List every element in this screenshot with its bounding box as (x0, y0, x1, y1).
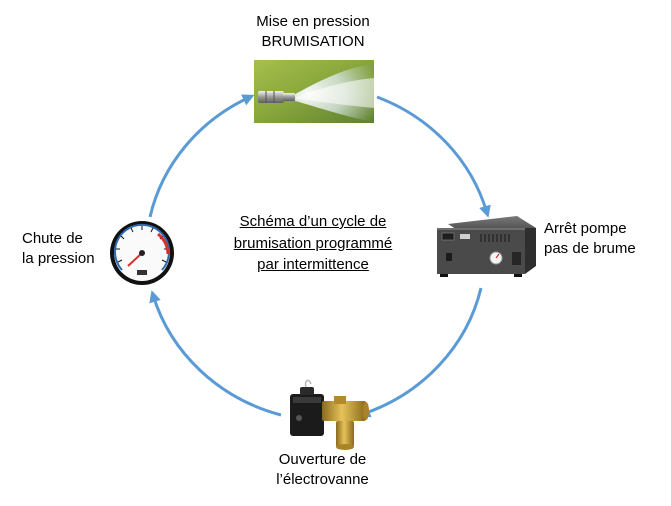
step-valve-open-line-1: Ouverture de (278, 451, 367, 468)
center-title-line-1: Schéma d’un cycle de (239, 213, 387, 230)
pressure-gauge-photo (110, 221, 174, 285)
step-pressurization-line-2: BRUMISATION (261, 33, 365, 50)
step-pump-stop-line-2: pas de brume (544, 240, 636, 257)
arrow-bottom-to-left (149, 290, 282, 417)
arrow-right-to-bottom (358, 287, 483, 418)
step-pump-stop-label: Arrêt pompe pas de brume (544, 219, 636, 259)
step-valve-open-line-2: l’électrovanne (276, 471, 369, 488)
arrow-top-to-right (376, 95, 491, 218)
step-pressurization-line-1: Mise en pression (256, 13, 370, 30)
solenoid-valve-photo (290, 379, 369, 450)
center-title-line-2: brumisation programmé (233, 234, 393, 252)
center-title-line-3: par intermittence (257, 256, 369, 273)
diagram-center-title: Schéma d’un cycle de brumisation program… (200, 211, 426, 276)
pump-unit-photo (437, 216, 536, 277)
step-valve-open-label: Ouverture de l’électrovanne (250, 450, 395, 490)
step-pressurization-label: Mise en pression BRUMISATION (228, 12, 398, 52)
step-pressure-drop-line-1: Chute de (22, 230, 83, 247)
step-pressure-drop-line-2: la pression (22, 250, 95, 267)
misting-nozzle-photo (254, 60, 374, 123)
step-pressure-drop-label: Chute de la pression (22, 229, 95, 269)
step-pump-stop-line-1: Arrêt pompe (544, 220, 627, 237)
arrow-left-to-top (148, 94, 255, 218)
